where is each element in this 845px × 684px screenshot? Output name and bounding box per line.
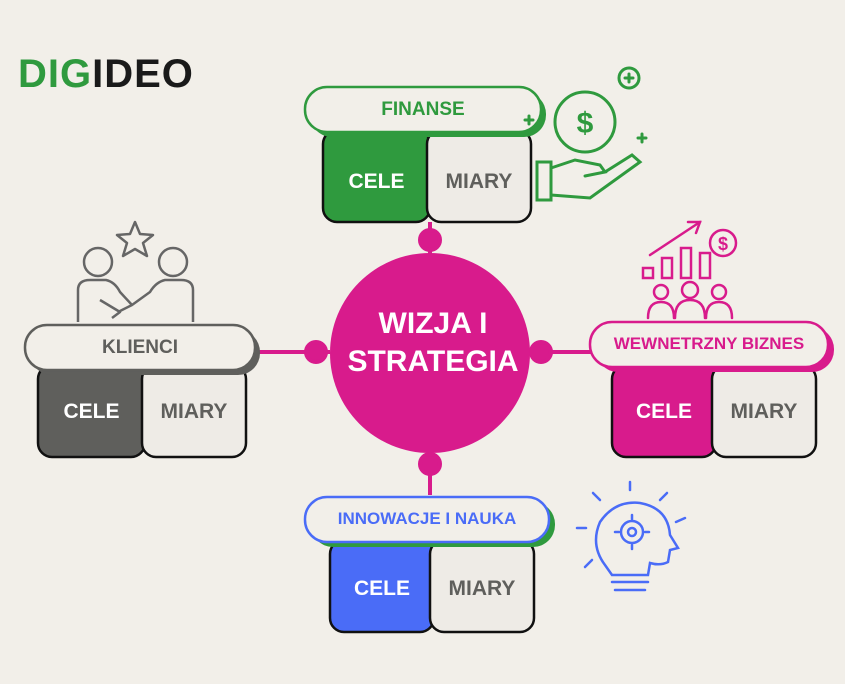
wewnetrzny-cele: CELE [635,400,692,423]
connectors [255,222,592,495]
finanse-miary: MIARY [445,170,513,193]
handshake-star-icon [76,220,195,322]
klienci-cele: CELE [63,400,120,423]
innowacje-cele: CELE [353,577,410,600]
svg-text:$: $ [577,107,594,140]
innowacje-miary: MIARY [448,577,516,600]
wewnetrzny-title: WEWNETRZNY BIZNES [613,334,805,353]
team-growth-icon: $ [641,220,738,320]
klienci-miary: MIARY [160,400,228,423]
digideo-logo: DIGIDEO [18,52,194,96]
branch-wewnetrzny [588,320,834,459]
klienci-title: KLIENCI [102,337,178,358]
money-hand-icon: $ [523,66,648,202]
branch-klienci [23,323,260,459]
branch-innowacje [303,495,555,634]
finanse-cele: CELE [348,170,405,193]
branch-finanse [303,85,546,224]
center-circle [330,253,530,453]
lightbulb-gear-icon [575,480,687,592]
wewnetrzny-miary: MIARY [730,400,798,423]
svg-text:$: $ [718,234,728,254]
center-title: WIZJA I STRATEGIA [347,307,519,378]
finanse-title: FINANSE [381,99,465,120]
innowacje-title: INNOWACJE I NAUKA [337,509,517,528]
